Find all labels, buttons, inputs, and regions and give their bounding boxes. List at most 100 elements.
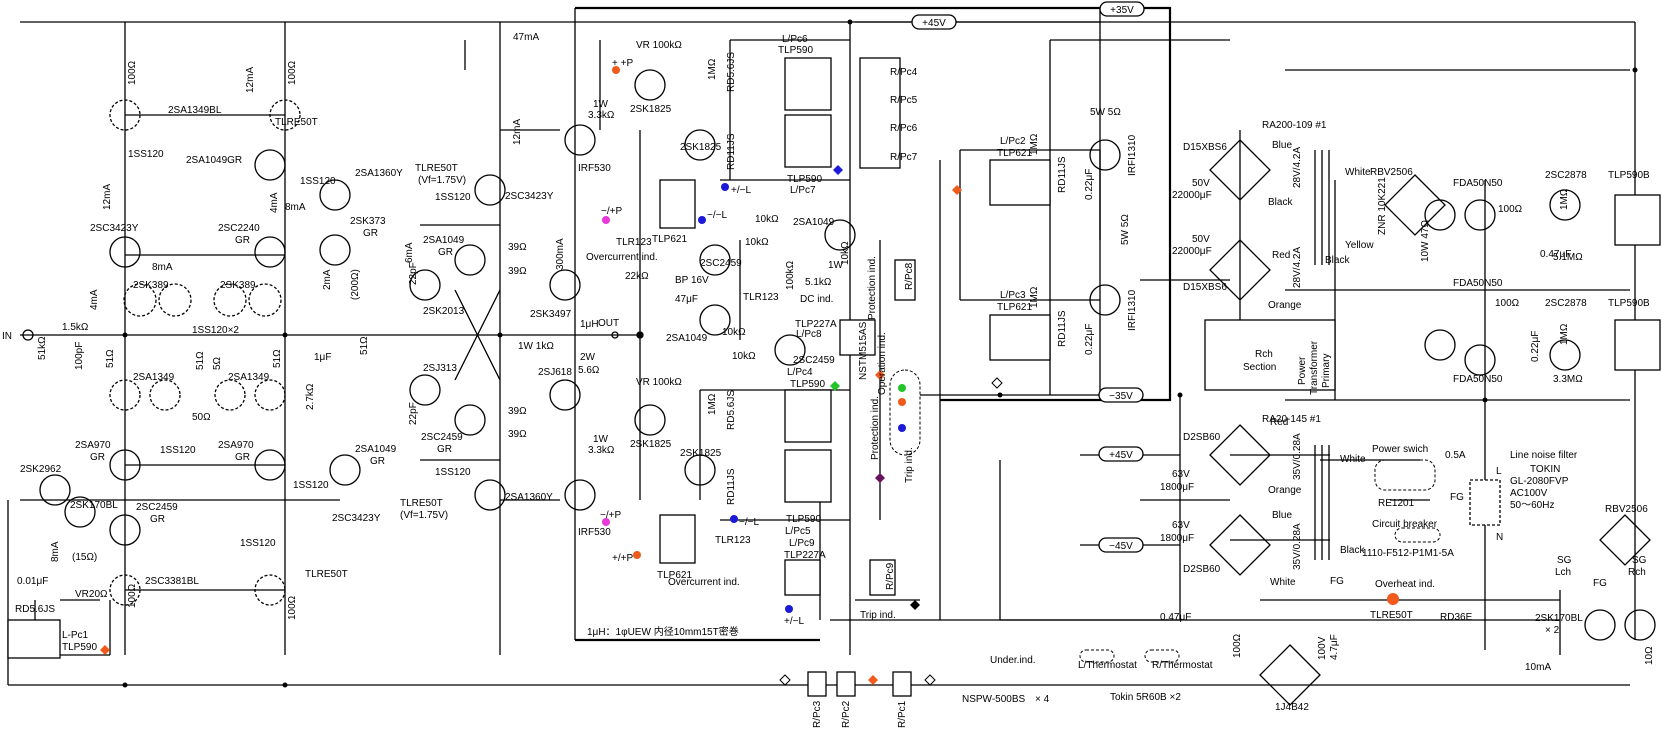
minus-l-dot-b — [730, 515, 738, 523]
transistors-q2sc3423y2-label: 2SC3423Y — [505, 191, 554, 202]
diamond-white — [779, 674, 791, 686]
caps-c1800a-label: 1800μF — [1160, 482, 1194, 493]
caps-c47u-label: 47μF — [675, 294, 698, 305]
rails-m45-label: −45V — [1109, 541, 1133, 552]
diodes-tlre50t-1-label: TLRE50T — [275, 117, 318, 128]
in-label: IN — [2, 331, 12, 342]
diodes-tlre50t-2-label: TLRE50T — [415, 163, 458, 174]
labels-white3-label: White — [1270, 577, 1296, 588]
labels-ma300-label: 300mA — [555, 238, 566, 270]
labels-ma12a-label: 12mA — [245, 67, 256, 93]
labels-plusl2-label: +/−L — [784, 616, 804, 627]
rail-label-p45b: +45V — [1098, 446, 1144, 462]
transistors-q2sk373gr-label: 2SK373 — [350, 216, 386, 227]
diodes-d15xbs6b-label: D15XBS6 — [1183, 282, 1227, 293]
labels-ma10-label: 10mA — [1525, 662, 1551, 673]
labels-hz-label: 50～60Hz — [1510, 500, 1554, 511]
resistors-r51k-label: 51kΩ — [37, 336, 48, 360]
resistors-r10kb-label: 10kΩ — [745, 237, 769, 248]
photocouplers-rpc4-label: R/Pc4 — [890, 67, 918, 78]
labels-ptp3-label: Primary — [1321, 354, 1332, 388]
indicator-dots — [100, 66, 1399, 686]
labels-overheat-label: Overheat ind. — [1375, 579, 1435, 590]
transistors-q2sj313-label: 2SJ313 — [423, 363, 457, 374]
photocouplers-tlp227b-label: TLP227A — [784, 550, 826, 561]
diamond-white-3 — [991, 377, 1003, 389]
photocouplers-rpc1-label: R/Pc1 — [897, 700, 908, 728]
diodes-d2sb60a-label: D2SB60 — [1183, 432, 1221, 443]
labels-v28a-label: 28V/4.2A — [1292, 147, 1303, 188]
caps-c63b-label: 63V — [1172, 520, 1190, 531]
transistors-fda50n50a-label: FDA50N50 — [1453, 178, 1503, 189]
transistors-q2sk170bl-label: 2SK170BL — [70, 500, 118, 511]
transistors-q2sj618-label: 2SJ618 — [538, 367, 572, 378]
labels-l-label: L — [1496, 466, 1502, 477]
caps-c100p-label: 100pF — [74, 342, 85, 370]
labels-ra20-label: RA20-145 #1 — [1262, 414, 1321, 425]
diamond-blue — [833, 165, 843, 175]
plus-p-dot — [612, 66, 620, 74]
photocouplers-tlp621c-label: TLP621 — [997, 148, 1032, 159]
labels-n-label: N — [1496, 532, 1503, 543]
resistors-r10ke-label: 10kΩ — [840, 241, 851, 265]
labels-ra200-label: RA200-109 #1 — [1262, 120, 1327, 131]
transistors-gr3-label: GR — [235, 452, 250, 463]
caps-c001-label: 0.01μF — [17, 576, 48, 587]
photocouplers-lpc8-label: L/Pc8 — [796, 329, 822, 340]
transistors-irf530a-label: IRF530 — [578, 163, 611, 174]
transistors-q2sk1825b-label: 2SK1825 — [680, 142, 722, 153]
diodes-rd11js-4-label: RD11JS — [1057, 310, 1068, 347]
photocouplers-tlp590a2-label: TLP590 — [787, 174, 822, 185]
caps-c100v-label: 100V — [1317, 636, 1328, 660]
transistors-gr6-label: GR — [370, 456, 385, 467]
diodes-vf1-label: (Vf=1.75V) — [418, 175, 466, 186]
photocouplers-tlr123c-label: TLR123 — [715, 535, 751, 546]
resistors-r33kb-label: 3.3kΩ — [588, 445, 615, 456]
resistors-r5w5b-label: 5W 5Ω — [1120, 214, 1131, 245]
transistors-q2sa1049c-label: 2SA1049 — [423, 235, 465, 246]
rails-m35-label: −35V — [1109, 391, 1133, 402]
diodes-d1ss120-2-label: 1SS120 — [300, 176, 336, 187]
rails-p35-label: +35V — [1110, 5, 1134, 16]
labels-plusl-label: +/−L — [731, 185, 751, 196]
rail-label-m45: −45V — [1098, 537, 1144, 553]
diodes-d1ss120-5-label: 1SS120 — [293, 480, 329, 491]
out-terminal: OUT — [598, 318, 644, 339]
transistors-q2sc2459gr-label: 2SC2459 — [136, 502, 178, 513]
diodes-d2sb60b-label: D2SB60 — [1183, 564, 1221, 575]
in-terminal: IN — [2, 329, 34, 342]
caps-c022b-label: 0.22μF — [1084, 324, 1095, 355]
transistors-gr7-label: GR — [438, 247, 453, 258]
diodes-rd56js-3-label: RD5.6JS — [726, 390, 737, 430]
caps-c47v-label: 4.7μF — [1329, 634, 1340, 660]
labels-protind2-label: Protection ind. — [870, 396, 881, 460]
transistors-q2sa1049b-label: 2SA1049 — [355, 444, 397, 455]
labels-ma8c-label: 8mA — [50, 541, 61, 562]
rail-label-p35: +35V — [1099, 1, 1145, 17]
resistors-r15k-label: 1.5kΩ — [62, 322, 89, 333]
resistors-r100g-label: 100Ω — [1232, 633, 1243, 658]
labels-orange2-label: Orange — [1268, 485, 1302, 496]
photocouplers-lpc9-label: L/Pc9 — [789, 538, 815, 549]
labels-ma47-label: 47mA — [513, 32, 539, 43]
caps-bp16-label: BP 16V — [675, 275, 709, 286]
labels-ac-label: AC100V — [1510, 488, 1548, 499]
rails-p45b-label: +45V — [1109, 450, 1133, 461]
labels-cbpart-label: 1110-F512-P1M1-5A — [1362, 548, 1454, 559]
labels-red1-label: Red — [1272, 250, 1290, 261]
photocouplers-tlp227a-label: TLP227A — [795, 319, 837, 330]
resistors-r10g-label: 10Ω — [1644, 646, 1655, 665]
resistors-r100k-label: 100kΩ — [785, 260, 796, 290]
photocouplers-tlp621d-label: TLP621 — [997, 302, 1032, 313]
resistors-r1w33a-label: 1W — [593, 99, 609, 110]
diodes-nspw-label: NSPW-500BS — [962, 694, 1026, 705]
resistors-r27k-label: 2.7kΩ — [305, 383, 316, 410]
junction-dots — [122, 19, 1638, 688]
resistors-r1mb-label: 1MΩ — [707, 393, 718, 415]
resistors-vr100kb-label: VR 100kΩ — [636, 377, 682, 388]
minus-p-dot — [602, 216, 610, 224]
diodes-x4-label: × 4 — [1035, 694, 1050, 705]
labels-v28b-label: 28V/4.2A — [1292, 247, 1303, 288]
diodes-rd56js-1-label: RD5.6JS — [15, 604, 55, 615]
